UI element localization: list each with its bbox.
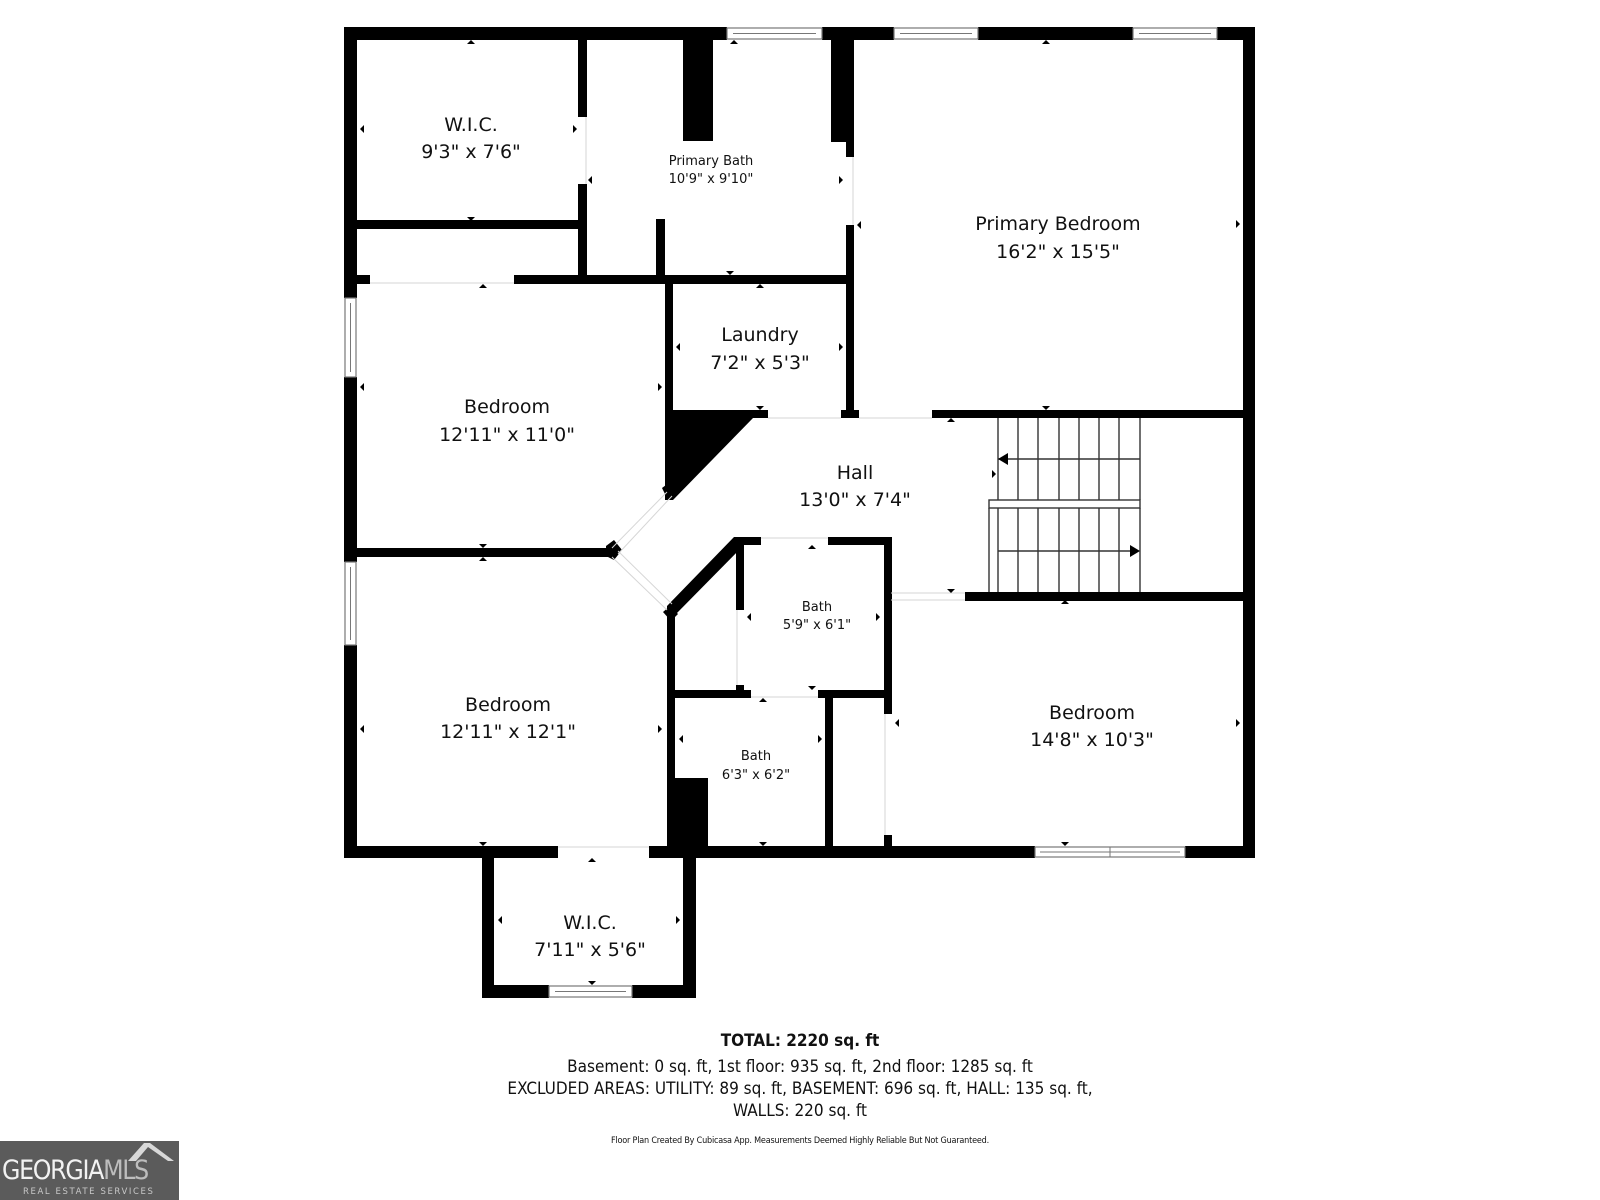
logo-tagline: REAL ESTATE SERVICES [23, 1187, 155, 1197]
room-label-wic-top: W.I.C. [444, 114, 498, 136]
room-label-bath-2: Bath [741, 749, 771, 764]
room-label-bedroom-1: Bedroom [464, 396, 550, 418]
room-dims-primary-bath: 10'9" x 9'10" [669, 172, 754, 187]
room-dims-bedroom-1: 12'11" x 11'0" [439, 424, 575, 446]
room-dims-laundry: 7'2" x 5'3" [710, 352, 810, 374]
georgia-mls-logo: GEORGIAMLS REAL ESTATE SERVICES [0, 1141, 179, 1200]
excluded-areas: EXCLUDED AREAS: UTILITY: 89 sq. ft, BASE… [507, 1079, 1093, 1099]
stair-arrow-left-icon [998, 453, 1008, 465]
logo-wordmark: GEORGIAMLS [2, 1155, 149, 1186]
room-labels: W.I.C. 9'3" x 7'6" Primary Bath 10'9" x … [421, 114, 1154, 961]
room-label-bedroom-2: Bedroom [465, 694, 551, 716]
room-dims-bath-2: 6'3" x 6'2" [722, 768, 790, 783]
disclaimer: Floor Plan Created By Cubicasa App. Meas… [611, 1136, 989, 1146]
window-primary-bath [726, 27, 823, 40]
window-primary-bedroom-2 [1132, 27, 1218, 40]
window-primary-bedroom-1 [893, 27, 979, 40]
room-label-hall: Hall [837, 462, 874, 484]
room-dims-wic-top: 9'3" x 7'6" [421, 141, 521, 163]
dimension-markers [360, 40, 1240, 985]
room-label-primary-bath: Primary Bath [669, 154, 754, 169]
room-dims-wic-bottom: 7'11" x 5'6" [534, 939, 646, 961]
door-openings [370, 117, 965, 848]
room-label-wic-bottom: W.I.C. [563, 912, 617, 934]
room-label-laundry: Laundry [721, 324, 798, 346]
logo-brand-main: GEORGIA [2, 1155, 104, 1186]
room-dims-bath-1: 5'9" x 6'1" [783, 618, 851, 633]
total-area: TOTAL: 2220 sq. ft [720, 1031, 880, 1051]
room-label-primary-bedroom: Primary Bedroom [975, 213, 1140, 235]
logo-brand-accent: MLS [103, 1155, 149, 1186]
window-wic-bottom [548, 985, 633, 998]
window-bedroom-1 [344, 297, 357, 378]
window-bedroom-3 [1034, 846, 1186, 858]
room-label-bedroom-3: Bedroom [1049, 702, 1135, 724]
room-label-bath-1: Bath [802, 600, 832, 615]
staircase [988, 418, 1141, 592]
floor-breakdown: Basement: 0 sq. ft, 1st floor: 935 sq. f… [567, 1057, 1033, 1077]
room-dims-hall: 13'0" x 7'4" [799, 489, 911, 511]
outer-walls [344, 27, 1255, 998]
roof-icon [128, 1143, 174, 1161]
interior-walls [344, 40, 1255, 848]
room-dims-primary-bedroom: 16'2" x 15'5" [996, 241, 1120, 263]
window-bedroom-2 [344, 561, 357, 646]
room-dims-bedroom-3: 14'8" x 10'3" [1030, 729, 1154, 751]
walls-area: WALLS: 220 sq. ft [733, 1101, 867, 1121]
windows [344, 27, 1218, 998]
stair-arrow-right-icon [1130, 545, 1140, 557]
room-dims-bedroom-2: 12'11" x 12'1" [440, 721, 576, 743]
